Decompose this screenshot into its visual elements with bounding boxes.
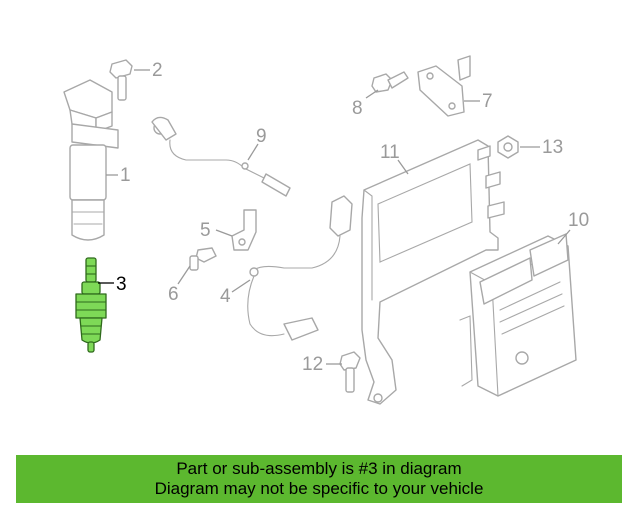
callout-12: 12 (302, 354, 323, 375)
callout-5: 5 (200, 220, 211, 241)
bracket-7-part[interactable] (417, 55, 471, 117)
callout-13: 13 (542, 137, 563, 158)
ecu-module-10-part[interactable] (459, 233, 577, 397)
ignition-coil-part[interactable] (63, 79, 119, 241)
callout-9: 9 (256, 126, 267, 147)
parts-diagram: 1 2 3 9 5 6 (63, 55, 589, 405)
bracket-5-part[interactable] (231, 209, 257, 251)
info-banner: Part or sub-assembly is #3 in diagram Di… (16, 455, 622, 503)
banner-line-part-number: Part or sub-assembly is #3 in diagram (176, 459, 462, 478)
sensor-harness-4-part[interactable] (247, 195, 353, 341)
nut-13-part[interactable] (497, 135, 519, 159)
bolt-8-part[interactable] (371, 71, 409, 93)
bolt-12-part[interactable] (339, 351, 361, 393)
leader-4 (231, 279, 251, 293)
callout-7: 7 (482, 91, 493, 112)
callout-11: 11 (380, 142, 400, 163)
callout-3: 3 (116, 274, 127, 295)
callout-10: 10 (568, 210, 589, 231)
spark-plug-part[interactable] (75, 257, 107, 353)
bolt-2-part[interactable] (109, 59, 133, 101)
leader-10 (557, 229, 571, 245)
callout-2: 2 (152, 60, 163, 81)
leader-11 (397, 159, 409, 175)
callout-1: 1 (120, 165, 131, 186)
leader-5 (215, 229, 233, 237)
bolt-6-part[interactable] (189, 247, 217, 271)
ecu-bracket-11-part[interactable] (361, 139, 505, 405)
callout-4: 4 (220, 286, 231, 307)
leader-6 (177, 265, 191, 285)
banner-line-disclaimer: Diagram may not be specific to your vehi… (154, 479, 484, 498)
leader-9 (247, 143, 259, 161)
sensor-harness-9-part[interactable] (151, 116, 291, 197)
callout-6: 6 (168, 284, 179, 305)
leader-8 (365, 89, 379, 99)
callout-8: 8 (352, 98, 363, 119)
